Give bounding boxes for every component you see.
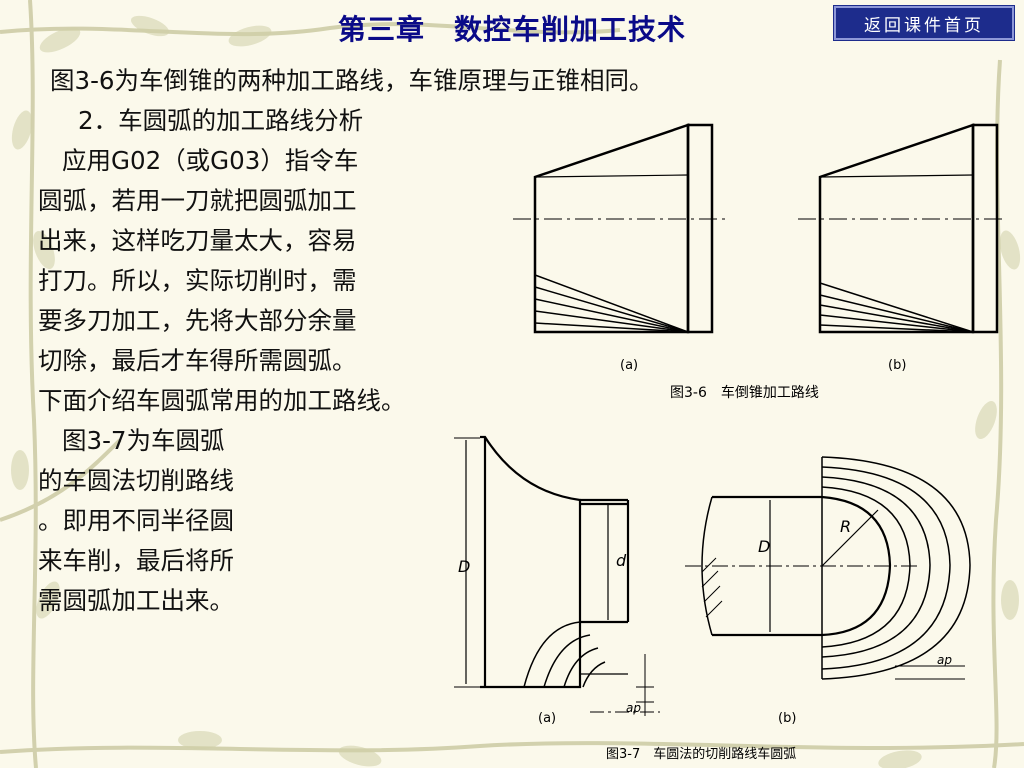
page-title: 第三章 数控车削加工技术: [337, 13, 686, 46]
paragraph-line: 需圆弧加工出来。: [38, 586, 234, 615]
figure-3-6a-drawing: [513, 123, 727, 334]
figure-3-7-label-b: (b): [778, 711, 796, 726]
figure-3-7: D d ap D R ap (a) (b) 图3-7 车圆法的切削路线车圆弧: [454, 435, 971, 762]
paragraph-line: 应用G02（或G03）指令车: [62, 146, 359, 175]
section-heading: 2．车圆弧的加工路线分析: [78, 106, 364, 135]
dim-d-label: d: [616, 551, 627, 570]
dim-ap-label-a: ap: [626, 701, 641, 715]
paragraph-line: 切除，最后才车得所需圆弧。: [38, 346, 357, 375]
paragraph-line: 圆弧，若用一刀就把圆弧加工: [38, 186, 357, 215]
figure-3-7-label-a: (a): [538, 711, 556, 726]
paragraph-line: 出来，这样吃刀量太大，容易: [38, 226, 357, 255]
home-button[interactable]: 返回课件首页: [834, 6, 1014, 40]
paragraph-line: 图3-7为车圆弧: [62, 426, 225, 455]
figure-3-6-label-a: (a): [620, 358, 638, 373]
figure-3-7-caption: 图3-7 车圆法的切削路线车圆弧: [606, 746, 796, 762]
dim-ap-label-b: ap: [937, 653, 952, 667]
figure-3-6: (a) (b) 图3-6 车倒锥加工路线: [513, 123, 1005, 401]
paragraph-line: 下面介绍车圆弧常用的加工路线。: [38, 386, 406, 415]
paragraph-line: 来车削，最后将所: [38, 546, 234, 575]
paragraph-line: 。即用不同半径圆: [38, 506, 234, 535]
figure-3-6-label-b: (b): [888, 358, 906, 373]
paragraph-line: 图3-6为车倒锥的两种加工路线，车锥原理与正锥相同。: [50, 66, 654, 95]
figure-3-7a-drawing: [454, 435, 660, 716]
dim-D-label-a: D: [458, 557, 470, 576]
dim-D-label-b: D: [758, 537, 770, 556]
figure-3-7b-drawing: [685, 456, 971, 680]
paragraph-line: 的车圆法切削路线: [38, 466, 234, 495]
figure-3-6-caption: 图3-6 车倒锥加工路线: [670, 384, 819, 401]
paragraph-line: 打刀。所以，实际切削时，需: [38, 266, 357, 295]
paragraph-line: 要多刀加工，先将大部分余量: [38, 306, 357, 335]
figure-3-6b-drawing: [798, 123, 1005, 334]
dim-R-label: R: [840, 517, 851, 536]
